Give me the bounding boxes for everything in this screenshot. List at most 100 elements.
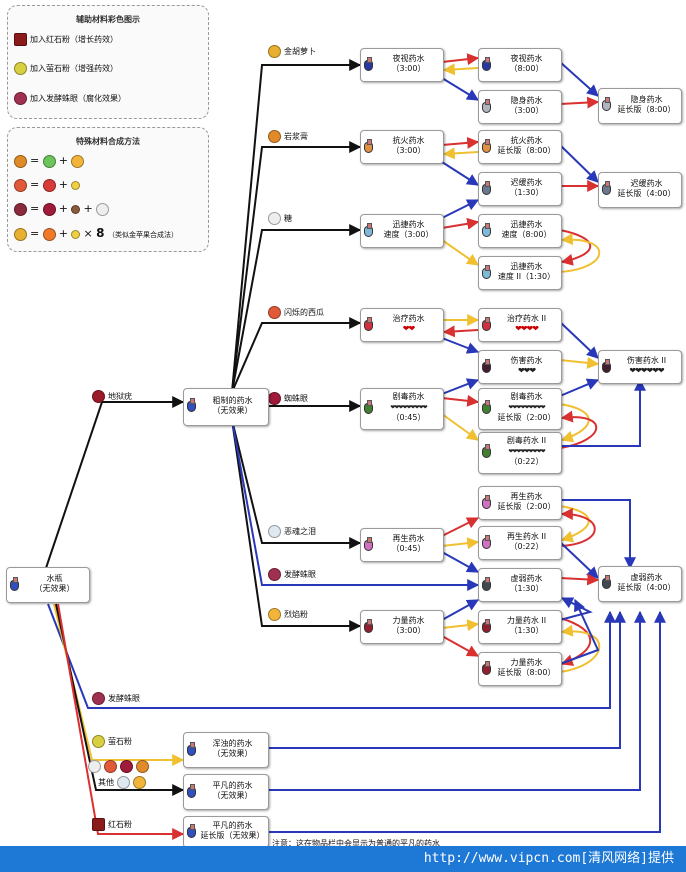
potion-name: 伤害药水 II (626, 356, 667, 365)
magma-cream-icon (136, 760, 149, 773)
potion-night-vision: 夜视药水（3:00） (360, 48, 444, 82)
ingredient-fermented-eye-2: 发酵蛛眼 (92, 692, 140, 705)
potion-detail: （1:30） (509, 584, 544, 593)
potion-bottle-icon (364, 537, 373, 551)
potion-name: 迅捷药水 (510, 220, 543, 229)
potion-name: 迅捷药水 (510, 262, 543, 271)
glistering-melon-icon (268, 306, 281, 319)
sugar-icon (88, 760, 101, 773)
ingredient-redstone: 红石粉 (92, 818, 132, 831)
potion-detail: （0:45） (391, 413, 426, 422)
recipe-legend: 特殊材料合成方法 = + = + = + + = + × × 88 （类似金苹果… (7, 127, 209, 252)
ingredient-fermented-eye: 发酵蛛眼 (268, 568, 316, 581)
recipe-melon: = + (14, 178, 83, 192)
potion-fire-resistance-extended: 抗火药水延长版（8:00） (478, 130, 562, 164)
ingredient-label: 红石粉 (108, 820, 132, 829)
blaze-powder-icon (71, 154, 85, 168)
potion-detail: 延长版（4:00） (617, 583, 676, 592)
fermented-eye-icon (14, 202, 27, 216)
potion-detail: （3:00） (391, 146, 426, 155)
recipe-fermented-eye: = + + (14, 202, 112, 216)
potion-bottle-icon (482, 99, 491, 113)
potion-bottle-icon (187, 398, 196, 412)
golden-carrot-icon (268, 45, 281, 58)
potion-bottle-icon (602, 97, 611, 111)
potion-harming-ii: 伤害药水 II❤❤❤❤❤❤ (598, 350, 682, 384)
ingredient-label: 蜘蛛眼 (284, 394, 308, 403)
ingredient-magma-cream: 岩浆膏 (268, 130, 308, 143)
potion-name: 迟缓药水 (630, 179, 663, 188)
color-legend-title: 辅助材料彩色图示 (76, 15, 140, 24)
potion-bottle-icon (482, 400, 491, 414)
potion-invisibility-extended: 隐身药水延长版（8:00） (598, 88, 682, 124)
ingredient-other (88, 760, 152, 773)
potion-bottle-icon (482, 444, 491, 458)
recipe-golden-carrot: = + × × 88 （类似金苹果合成法） (14, 226, 178, 241)
mushroom-icon (71, 204, 81, 214)
potion-strength: 力量药水（3:00） (360, 610, 444, 644)
glistering-melon-icon (14, 178, 27, 192)
potion-detail: 速度 II（1:30） (497, 272, 556, 281)
potion-name: 隐身药水 (510, 96, 543, 105)
potion-poison: 剧毒药水❤❤❤❤❤❤❤❤❤（0:45） (360, 388, 444, 430)
potion-night-vision-extended: 夜视药水（8:00） (478, 48, 562, 82)
golden-carrot-icon (14, 227, 27, 241)
potion-detail: 延长版（4:00） (617, 189, 676, 198)
potion-name: 虚弱药水 (510, 574, 543, 583)
fermented-spider-eye-icon (92, 692, 105, 705)
carrot-icon (42, 227, 56, 241)
potion-mundane-extended: 平凡的药水延长版（无效果） (183, 816, 269, 848)
potion-detail: （无效果） (212, 791, 253, 800)
potion-bottle-icon (482, 359, 491, 373)
potion-name: 迟缓药水 (510, 178, 543, 187)
potion-bottle-icon (482, 661, 491, 675)
potion-name: 治疗药水 II (506, 314, 547, 323)
spider-eye-icon (120, 760, 133, 773)
ghast-tear-icon (268, 525, 281, 538)
potion-poison-extended: 剧毒药水❤❤❤❤❤❤❤❤❤延长版（2:00） (478, 388, 562, 430)
ingredient-label: 地狱疣 (108, 392, 132, 401)
potion-regeneration: 再生药水（0:45） (360, 528, 444, 562)
potion-detail: 延长版（8:00） (497, 146, 556, 155)
redstone-icon (92, 818, 105, 831)
spider-eye-icon (268, 392, 281, 405)
potion-bottle-icon (482, 223, 491, 237)
potion-bottle-icon (482, 265, 491, 279)
potion-detail: 延长版（8:00） (497, 668, 556, 677)
legend-glowstone: 加入萤石粉（增强药效） (14, 62, 118, 75)
potion-detail: （3:00） (391, 626, 426, 635)
potion-detail: （3:00） (391, 64, 426, 73)
potion-name: 抗火药水 (510, 136, 543, 145)
blaze-powder-icon (268, 608, 281, 621)
potion-weakness: 虚弱药水（1:30） (478, 568, 562, 602)
potion-name: 平凡的药水 (212, 821, 253, 830)
ingredient-label: 糖 (284, 214, 292, 223)
ingredient-nether-wart: 地狱疣 (92, 390, 132, 403)
potion-name: 浑浊的药水 (212, 739, 253, 748)
redstone-icon (14, 33, 27, 46)
potion-detail: （无效果） (212, 749, 253, 758)
hearts-icon: ❤❤ (402, 324, 415, 333)
slimeball-icon (42, 154, 56, 168)
ingredient-label: 萤石粉 (108, 737, 132, 746)
ingredient-glistering-melon: 闪烁的西瓜 (268, 306, 324, 319)
potion-swiftness: 迅捷药水速度（3:00） (360, 214, 444, 248)
potion-name: 伤害药水 (510, 356, 543, 365)
potion-slowness: 迟缓药水（1:30） (478, 172, 562, 206)
potion-awkward: 粗制的药水（无效果） (183, 388, 269, 426)
potion-harming: 伤害药水❤❤❤ (478, 350, 562, 384)
potion-detail: 延长版（2:00） (497, 502, 556, 511)
nether-wart-icon (92, 390, 105, 403)
potion-water-bottle: 水瓶（无效果） (6, 567, 90, 603)
potion-detail: （无效果） (34, 584, 75, 593)
magma-cream-icon (14, 154, 27, 168)
fermented-spider-eye-icon (268, 568, 281, 581)
glistering-melon-icon (104, 760, 117, 773)
ingredient-spider-eye: 蜘蛛眼 (268, 392, 308, 405)
potion-detail: 延长版（无效果） (200, 831, 265, 840)
potion-name: 夜视药水 (510, 54, 543, 63)
ingredient-ghast-tear: 恶魂之泪 (268, 525, 316, 538)
potion-name: 剧毒药水 (392, 392, 425, 401)
legend-fermented-label: 加入发酵蛛眼（腐化效果） (30, 94, 126, 103)
